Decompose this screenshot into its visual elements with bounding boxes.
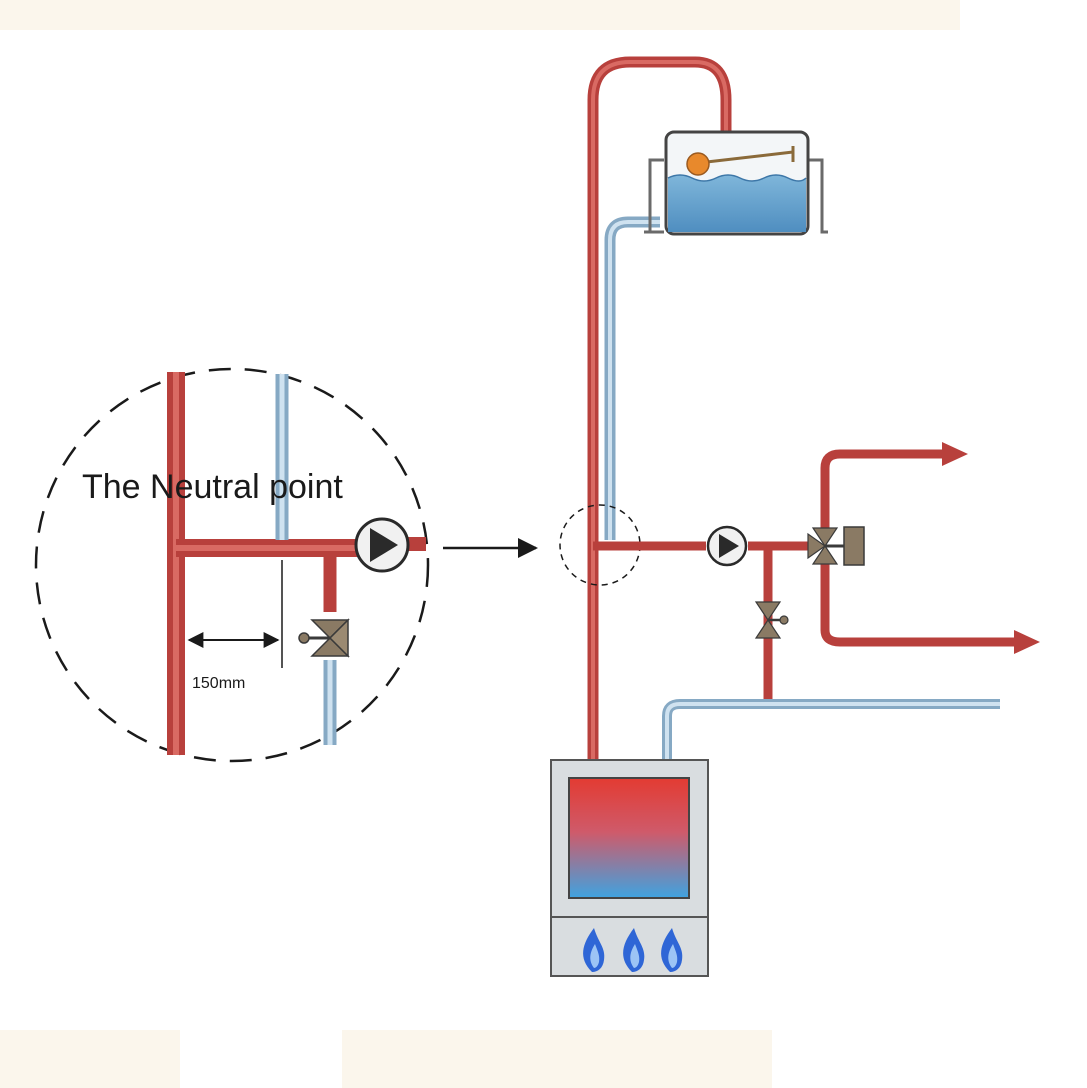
- heating-flow-pipe: [593, 442, 1040, 700]
- neutral-point-callout: 150mm The Neutral point: [34, 367, 430, 763]
- float-arm: [697, 150, 794, 165]
- bottom-band-right: [342, 1030, 772, 1088]
- dimension-label: 150mm: [192, 675, 245, 692]
- hot-flow-pipe: [587, 56, 732, 770]
- callout-cold-pipe: [275, 374, 337, 745]
- return-pipe: [662, 699, 1000, 770]
- circulating-pump: [706, 525, 748, 567]
- callout-hot-pipe: [167, 372, 426, 755]
- tank-water: [668, 175, 806, 232]
- callout-dashed-circle: [34, 367, 430, 763]
- boiler: [550, 759, 709, 977]
- cold-feed-pipe: [604, 216, 660, 540]
- top-band: [0, 0, 960, 30]
- dimension-marker: [187, 560, 283, 668]
- callout-pump: [354, 517, 410, 573]
- burner-flames: [583, 928, 683, 972]
- callout-title: The Neutral point: [82, 468, 343, 506]
- three-way-mixing-valve: [807, 526, 865, 566]
- feed-expansion-tank: [644, 130, 828, 236]
- bypass-valve: [754, 601, 789, 639]
- float-ball: [686, 152, 710, 176]
- bottom-band-left: [0, 1030, 180, 1088]
- boiler-heat-exchanger: [568, 777, 690, 899]
- callout-valve: [298, 618, 350, 658]
- valve-actuator: [843, 526, 865, 566]
